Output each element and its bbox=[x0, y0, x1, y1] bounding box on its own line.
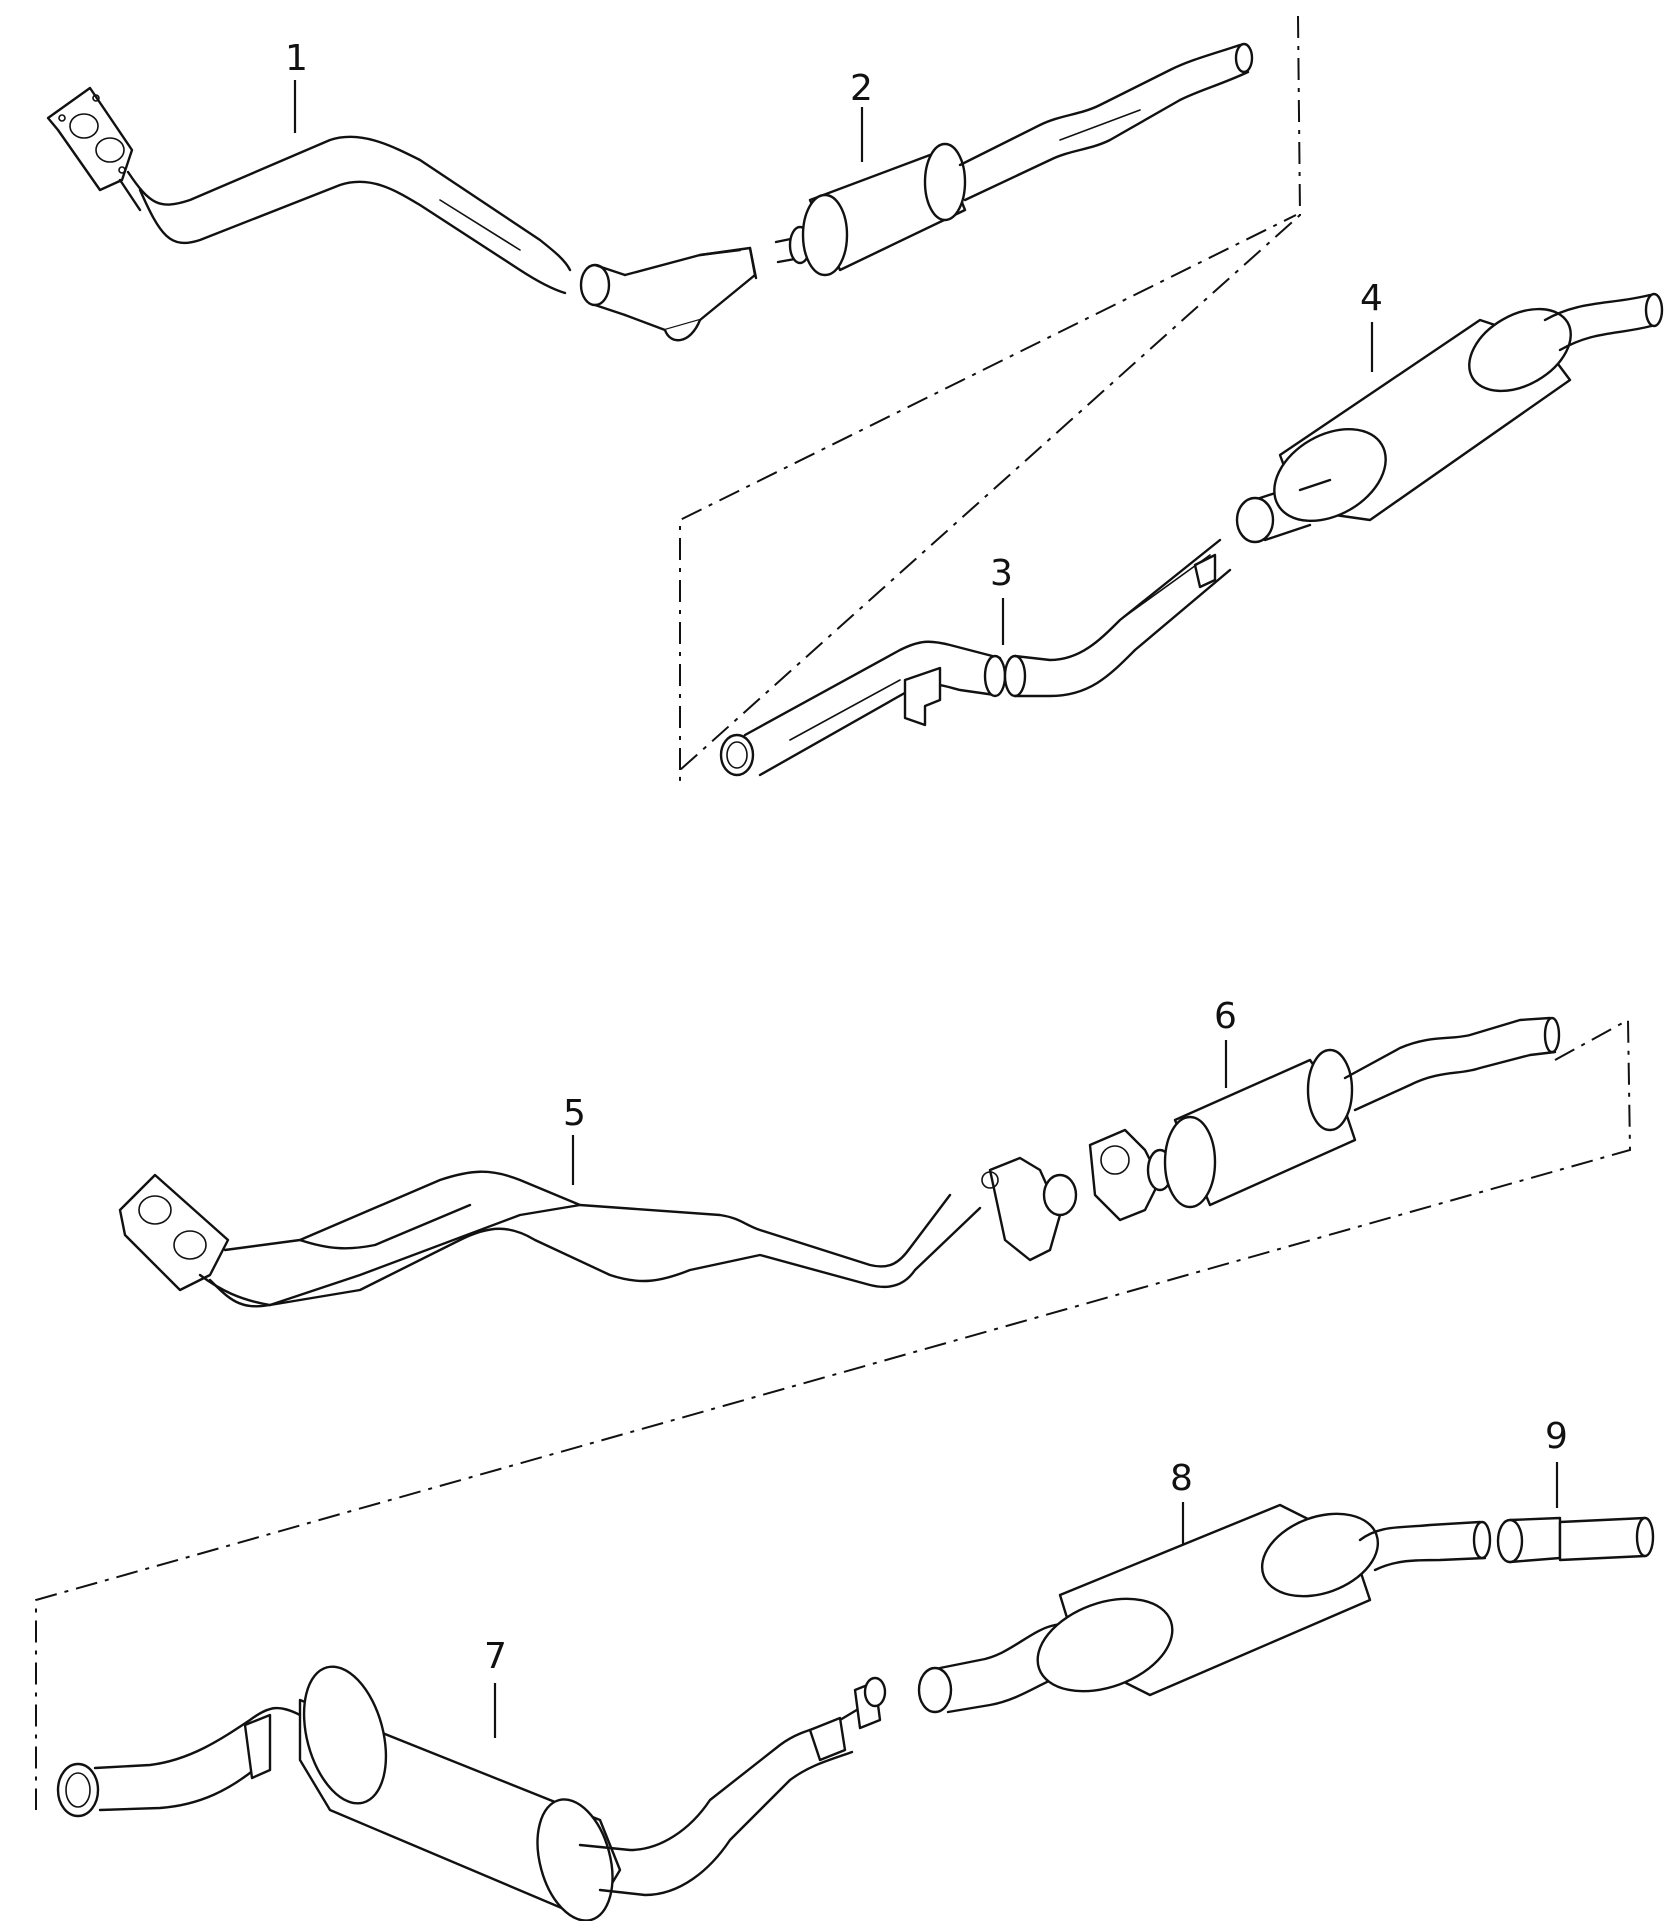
svg-text:7: 7 bbox=[484, 1636, 507, 1677]
callout-7: 7 bbox=[484, 1636, 507, 1738]
part-6-center-muffler[interactable] bbox=[1163, 1016, 1561, 1209]
part-8-rear-muffler[interactable] bbox=[917, 1499, 1492, 1714]
svg-text:9: 9 bbox=[1545, 1416, 1568, 1457]
part-3-intermediate-pipe[interactable] bbox=[719, 538, 1232, 777]
svg-text:1: 1 bbox=[285, 38, 308, 79]
part-9-tailpipe-tip[interactable] bbox=[1496, 1516, 1655, 1564]
part-5-front-pipe[interactable] bbox=[118, 1170, 982, 1308]
svg-text:8: 8 bbox=[1170, 1458, 1193, 1499]
part-7-front-silencer[interactable] bbox=[56, 1658, 887, 1921]
callout-3: 3 bbox=[990, 553, 1013, 645]
lower-dashed-frame bbox=[35, 1018, 1632, 1810]
part-1-front-pipe[interactable] bbox=[46, 86, 572, 295]
svg-text:2: 2 bbox=[850, 68, 873, 109]
svg-text:6: 6 bbox=[1214, 996, 1237, 1037]
svg-text:5: 5 bbox=[563, 1093, 586, 1134]
upper-dashed-frame bbox=[679, 15, 1302, 785]
callout-6: 6 bbox=[1214, 996, 1237, 1088]
part-4-rear-muffler[interactable] bbox=[1235, 292, 1664, 544]
callout-2: 2 bbox=[850, 68, 873, 162]
svg-text:4: 4 bbox=[1360, 278, 1383, 319]
part-1-flange bbox=[46, 86, 134, 192]
part-1-intermediate-pipe[interactable] bbox=[579, 246, 758, 342]
callout-9: 9 bbox=[1545, 1416, 1568, 1508]
upper-assembly bbox=[46, 15, 1664, 785]
callout-1: 1 bbox=[285, 38, 308, 133]
svg-text:3: 3 bbox=[990, 553, 1013, 594]
callout-5: 5 bbox=[563, 1093, 586, 1185]
part-2-center-muffler[interactable] bbox=[774, 42, 1254, 277]
flange-connector[interactable] bbox=[981, 1128, 1174, 1262]
callout-4: 4 bbox=[1360, 278, 1383, 372]
callouts: 1 2 3 4 5 6 7 8 bbox=[285, 38, 1568, 1738]
callout-8: 8 bbox=[1170, 1458, 1193, 1545]
lower-assembly bbox=[35, 1016, 1655, 1921]
part-5-flange bbox=[118, 1173, 230, 1292]
